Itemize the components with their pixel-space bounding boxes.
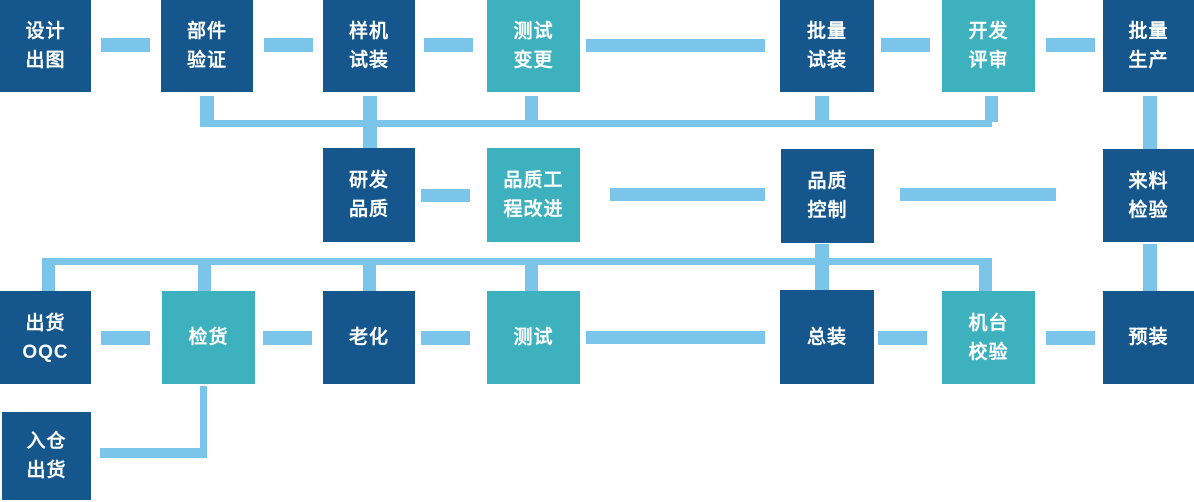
bar-qe-qc [610, 188, 765, 201]
tap-machine-calibration [979, 258, 992, 291]
tap-goods-inspection [198, 265, 211, 291]
node-quality-control: 品质 控制 [781, 149, 874, 243]
tap-batch-trial [815, 96, 829, 122]
node-batch-trial: 批量 试装 [780, 0, 874, 92]
dash-calibration-preassembly [1046, 331, 1095, 345]
node-design-drawing: 设计 出图 [0, 0, 91, 92]
dash-design-part [101, 38, 150, 52]
node-rd-quality: 研发 品质 [323, 148, 415, 242]
node-machine-calibration: 机台 校验 [942, 291, 1035, 384]
dash-part-prototype [264, 38, 313, 52]
node-incoming-inspection: 来料 检验 [1103, 149, 1194, 242]
node-dev-review: 开发 评审 [942, 0, 1035, 92]
bar-qc-right [900, 188, 1056, 201]
tap-test-change [525, 96, 538, 122]
dash-rdquality-qe [421, 189, 470, 202]
elbow-inspection-warehouse [100, 448, 207, 458]
node-part-verification: 部件 验证 [161, 0, 253, 92]
bar-testchange-batchtrial [586, 39, 765, 52]
node-warehouse-shipping: 入仓 出货 [2, 412, 91, 500]
node-shipping-oqc: 出货 OQC [0, 291, 91, 384]
dash-assembly-calibration [878, 331, 927, 345]
collector-line-top [200, 120, 992, 127]
tap-part-verification [200, 96, 214, 122]
node-quality-engineering: 品质工 程改进 [487, 148, 580, 242]
tap-incoming-to-preassembly [1143, 244, 1157, 291]
collector-line-bottom [42, 258, 992, 265]
tap-prototype-to-rdquality [363, 96, 377, 149]
tap-inspection-down [200, 386, 207, 455]
bar-testing-assembly [586, 331, 765, 344]
dash-oqc-inspection [101, 331, 150, 345]
tap-qc-to-assembly [815, 244, 829, 290]
node-mass-production: 批量 生产 [1103, 0, 1194, 92]
node-pre-assembly: 预装 [1103, 291, 1194, 384]
dash-aging-testing [421, 331, 470, 345]
tap-testing [525, 265, 538, 291]
dash-devreview-massprod [1046, 38, 1095, 52]
node-prototype-trial: 样机 试装 [323, 0, 415, 92]
node-test-change: 测试 变更 [487, 0, 580, 92]
tap-aging [363, 265, 376, 291]
dash-inspection-aging [263, 331, 312, 345]
node-goods-inspection: 检货 [162, 291, 255, 384]
node-final-assembly: 总装 [780, 290, 874, 384]
dash-prototype-testchange [424, 38, 473, 52]
tap-shipping-oqc [42, 258, 55, 291]
dash-batchtrial-devreview [881, 38, 930, 52]
tap-massprod-to-incoming [1143, 96, 1157, 150]
node-testing: 测试 [487, 291, 580, 384]
tap-dev-review [985, 96, 998, 122]
node-aging: 老化 [323, 291, 415, 384]
